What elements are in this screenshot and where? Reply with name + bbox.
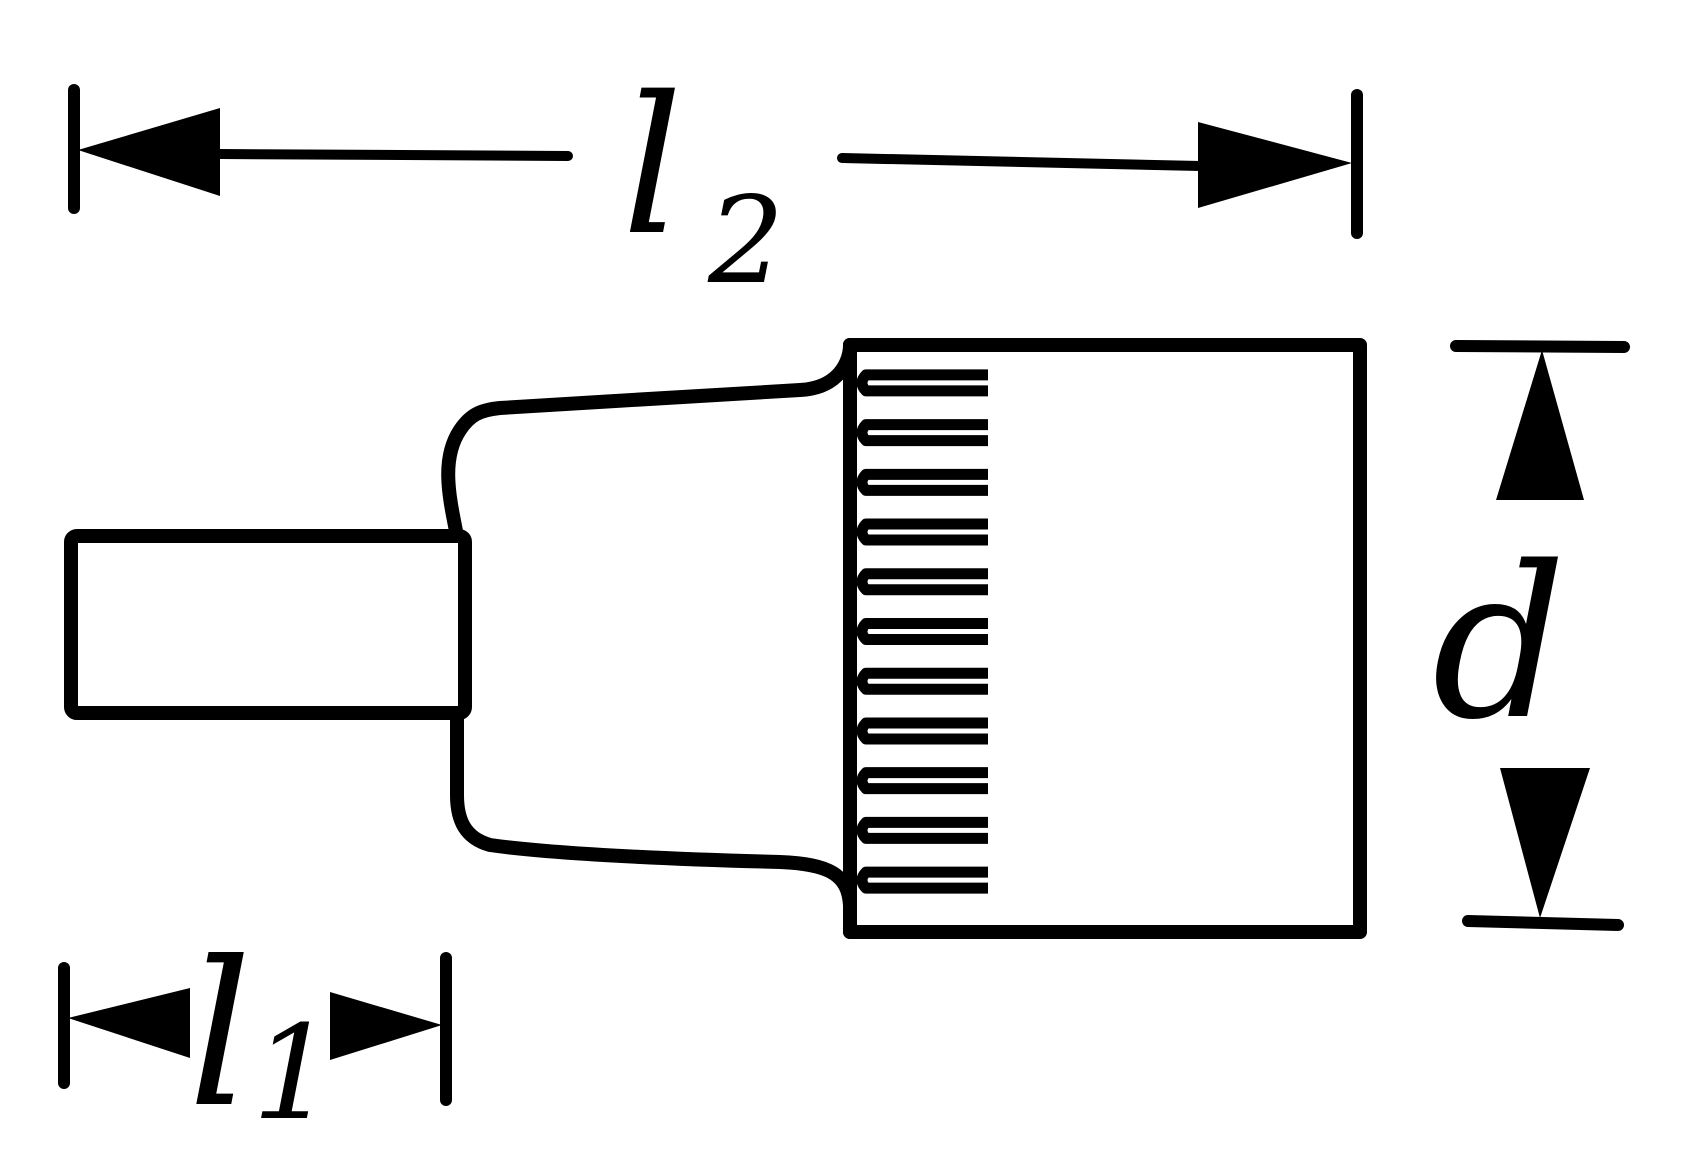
socket-slot	[856, 618, 988, 645]
socket-slot	[856, 518, 988, 546]
l1-right-arrowhead	[330, 992, 442, 1060]
l2-dimension-line-right	[837, 153, 1205, 171]
l2-right-arrowhead	[1198, 122, 1352, 208]
tapered-shank	[441, 338, 857, 912]
socket-slot	[856, 717, 988, 745]
socket-slots	[856, 369, 988, 894]
l1-label: l	[188, 919, 252, 1152]
socket-slot	[856, 568, 988, 596]
dimension-l1: l 1	[58, 919, 452, 1152]
socket-slot	[856, 816, 988, 844]
socket-slot	[856, 667, 988, 695]
dimension-l2: l 2	[68, 56, 1363, 311]
l2-dimension-line-left	[215, 149, 573, 161]
socket-tool-outline	[64, 338, 1367, 939]
l2-subscript: 2	[707, 172, 784, 311]
socket-slot	[856, 468, 988, 496]
l2-label: l	[622, 56, 683, 277]
dimension-d: d	[1432, 340, 1630, 931]
d-bottom-arrowhead	[1500, 768, 1590, 918]
l1-subscript: 1	[252, 997, 335, 1149]
l2-left-arrowhead	[78, 108, 220, 196]
square-drive-end	[64, 529, 472, 720]
socket-slot	[856, 866, 988, 894]
socket-slot	[856, 419, 988, 447]
d-top-arrowhead	[1496, 350, 1584, 500]
d-label: d	[1432, 521, 1566, 766]
socket-slot	[856, 369, 988, 397]
socket-slot	[856, 767, 988, 795]
d-top-extension-line	[1450, 340, 1630, 353]
l1-left-arrowhead	[68, 988, 190, 1058]
d-bottom-extension-line	[1462, 915, 1624, 931]
